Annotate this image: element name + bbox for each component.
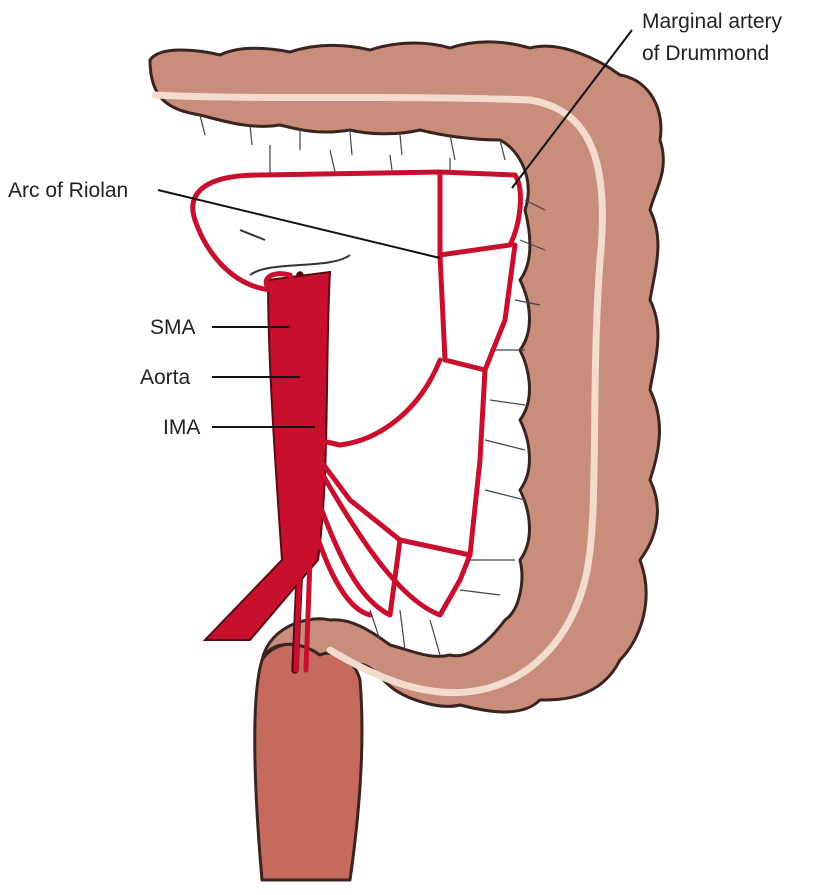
arc-of-riolan-leader [157,189,441,259]
label-ima: IMA [163,416,200,439]
marginal-artery-leader [511,29,633,189]
vasa-recta [269,145,546,656]
label-aorta: Aorta [140,366,191,389]
arteries [190,169,523,674]
haustra-marks [199,114,506,161]
label-arc-of-riolan: Arc of Riolan [8,179,128,202]
colon-taenia-stripe [151,91,606,697]
aorta-vessel [202,270,332,641]
label-marginal-artery-line2: of Drummond [642,42,769,65]
rectum [253,641,364,882]
label-sma: SMA [150,316,196,339]
label-marginal-artery-line1: Marginal artery [642,10,783,33]
